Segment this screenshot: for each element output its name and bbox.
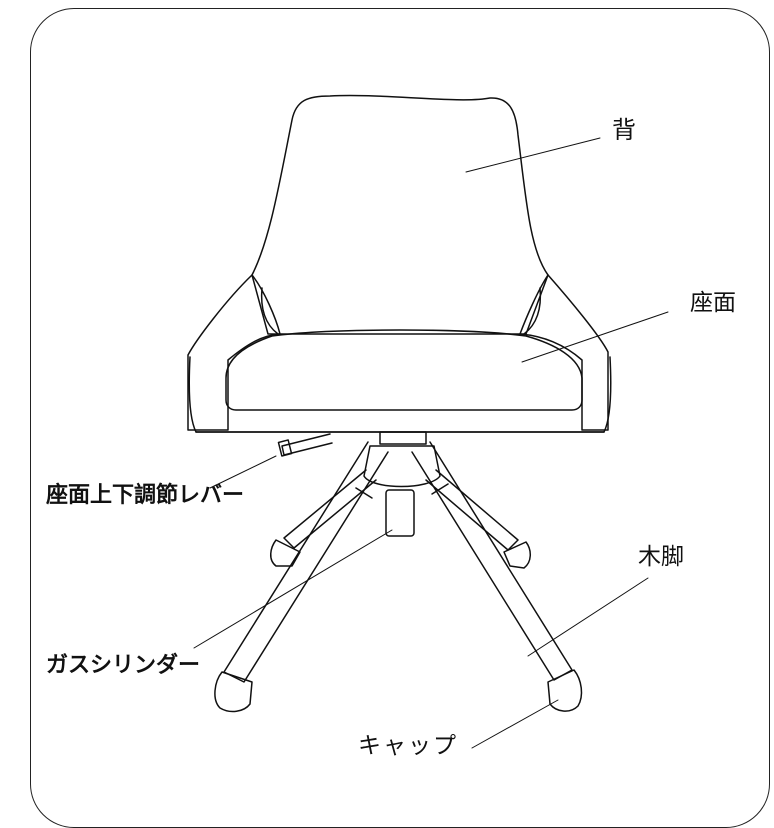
leader-gas [193,529,393,649]
front-left-leg [223,441,389,683]
front-left-leg-ring [355,487,373,499]
leader-back [465,137,601,173]
gas-cylinder [385,489,415,537]
back-left-cap [270,539,301,567]
front-left-cap [214,671,253,713]
chair-left-side-panel [187,274,281,431]
label-gas-cylinder: ガスシリンダー [46,653,201,678]
front-right-leg [411,441,573,681]
chair-right-side-seam [523,287,542,335]
leader-lever [209,455,277,489]
back-right-leg [425,469,519,551]
chair-left-side-seam [260,287,279,335]
label-height-lever: 座面上下調節レバー [46,483,245,508]
height-lever-knob [277,439,293,457]
chair-backrest [251,94,549,335]
height-lever [281,433,333,456]
chair-seat-cushion [225,329,583,411]
label-cap: キャップ [358,733,458,759]
label-seat: 座面 [690,290,736,316]
base-hub [363,445,441,488]
chair-seat-shell [188,356,612,433]
label-wood-legs: 木脚 [638,544,684,570]
label-back: 背 [612,116,636,144]
back-right-cap [503,541,531,569]
back-left-leg [283,469,377,549]
front-right-leg-ring [431,483,449,495]
leader-legs [527,577,649,657]
front-right-cap [547,669,583,712]
leader-seat [521,311,669,363]
swivel-plate [379,431,427,445]
chair-right-side-panel [519,274,609,431]
leader-cap [471,699,559,749]
chair-illustration [187,94,669,749]
